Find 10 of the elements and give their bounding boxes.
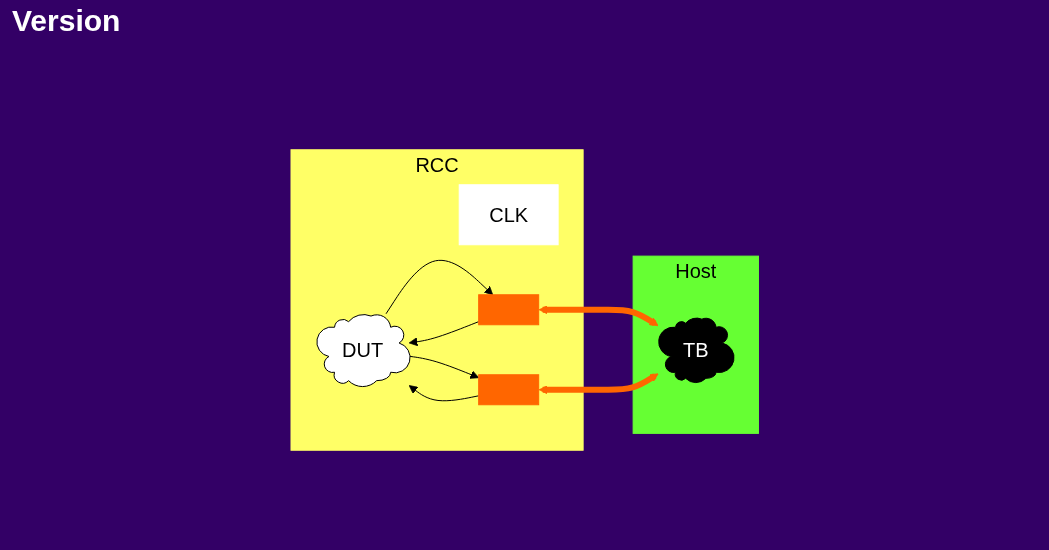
node-box: CLK bbox=[458, 184, 559, 246]
node-box bbox=[477, 374, 539, 406]
title: Version bbox=[12, 4, 121, 38]
node-box bbox=[477, 294, 539, 326]
arrow bbox=[385, 259, 493, 315]
arrow bbox=[408, 321, 479, 347]
arrow bbox=[408, 355, 479, 379]
arrow bbox=[408, 385, 479, 402]
arrow bbox=[538, 305, 659, 327]
arrow bbox=[538, 373, 659, 395]
